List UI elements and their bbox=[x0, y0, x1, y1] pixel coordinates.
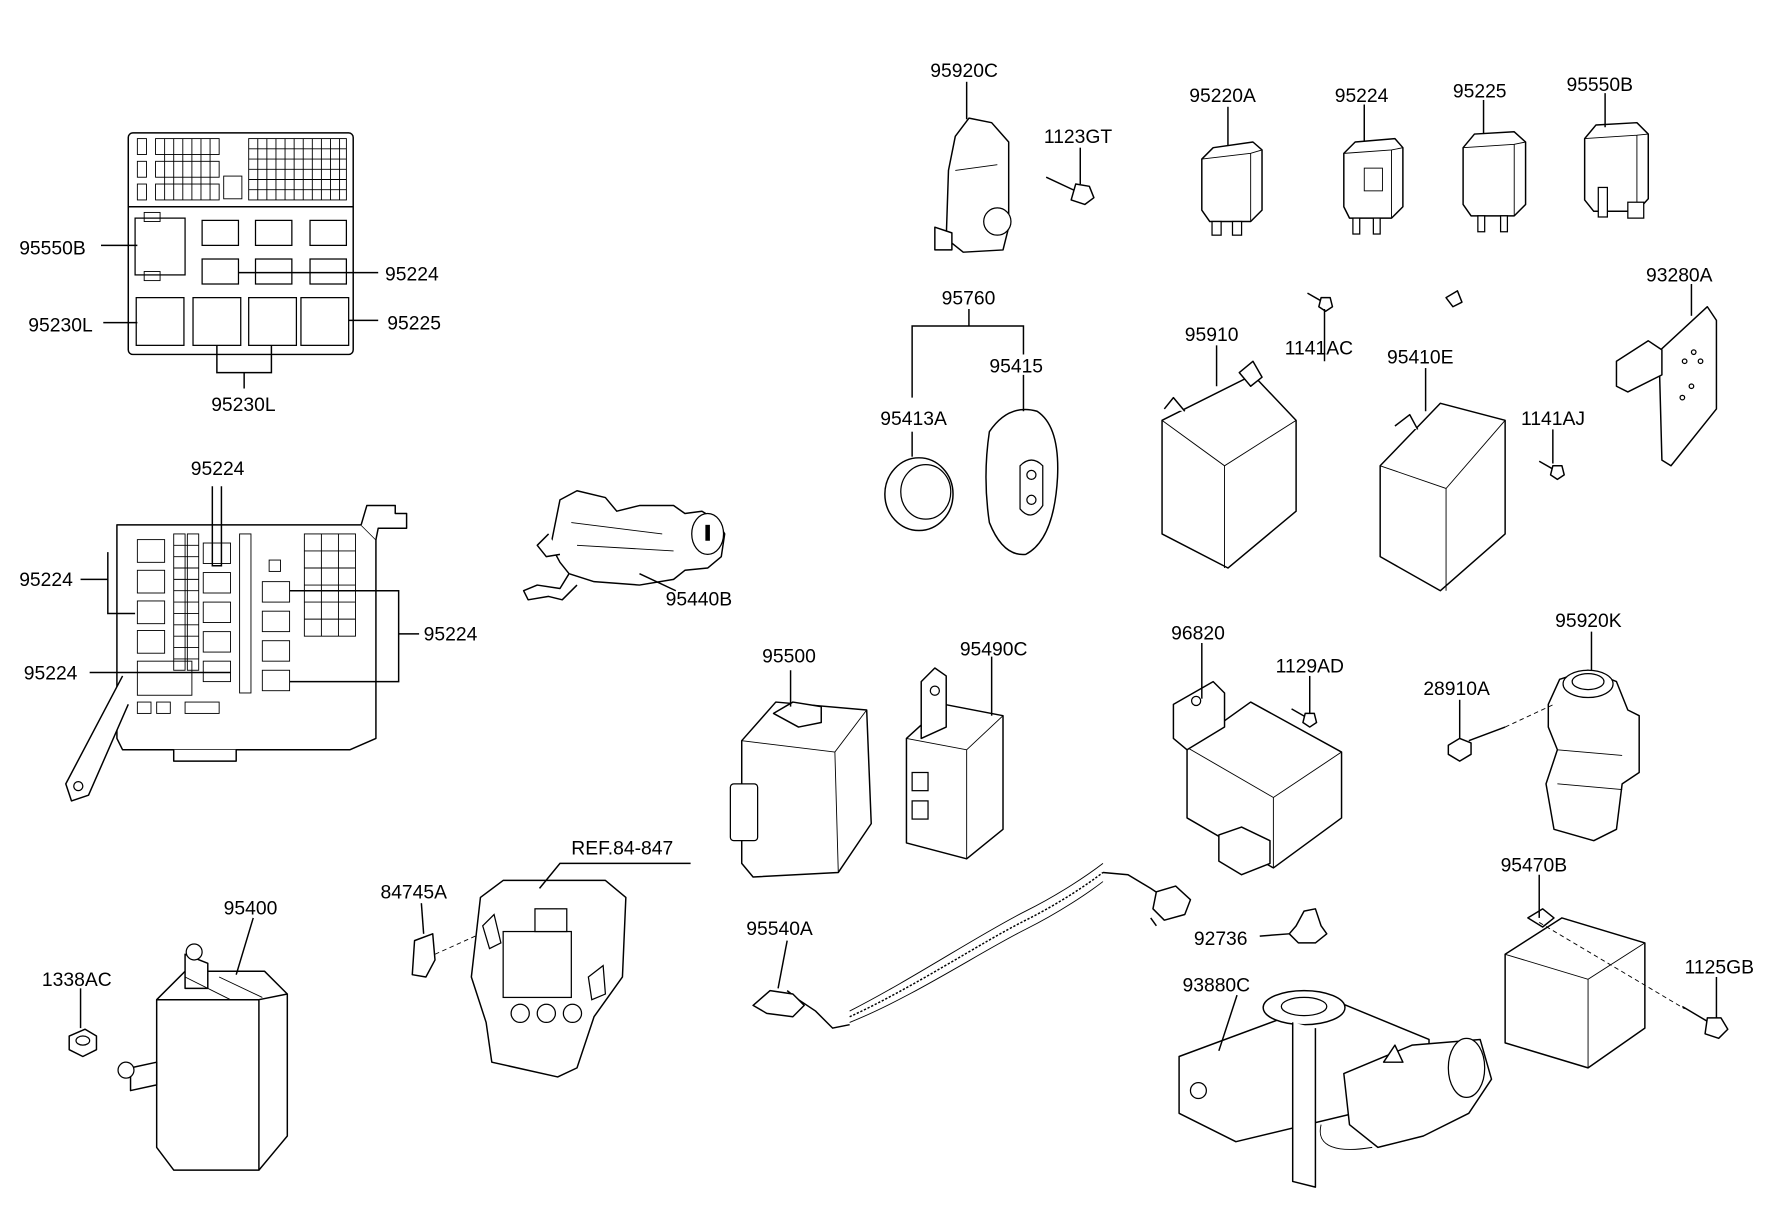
label-96820: 96820 bbox=[1171, 624, 1225, 645]
label-1123GT: 1123GT bbox=[1044, 127, 1113, 148]
ignition-lock-illustration bbox=[522, 490, 726, 601]
relay-95550B-illustration bbox=[1583, 93, 1650, 219]
label-1125GB: 1125GB bbox=[1685, 958, 1754, 979]
label-95413A: 95413A bbox=[880, 409, 947, 430]
module-95910-illustration bbox=[1161, 345, 1297, 569]
label-1141AC: 1141AC bbox=[1285, 338, 1353, 359]
sensor-95920K-illustration bbox=[1545, 631, 1640, 842]
label-95760: 95760 bbox=[942, 288, 996, 309]
label-95225-fusebox: 95225 bbox=[387, 313, 441, 334]
label-93280A: 93280A bbox=[1646, 266, 1713, 287]
module-95470B-illustration bbox=[1504, 874, 1685, 1069]
relay-95225-illustration bbox=[1462, 99, 1527, 233]
label-28910A: 28910A bbox=[1423, 679, 1490, 700]
module-95490C-illustration bbox=[905, 656, 1004, 860]
label-95540A: 95540A bbox=[746, 919, 813, 940]
immobilizer-module-illustration bbox=[117, 917, 289, 1171]
keyless-set-leader bbox=[911, 308, 1025, 398]
label-95224-junction-right: 95224 bbox=[424, 625, 478, 646]
nut-illustration bbox=[68, 988, 98, 1058]
label-95220A: 95220A bbox=[1189, 86, 1256, 107]
label-95224-junction-left-upper: 95224 bbox=[19, 570, 73, 591]
label-95224-fusebox: 95224 bbox=[385, 265, 439, 286]
label-95500: 95500 bbox=[762, 646, 816, 667]
module-95500-illustration bbox=[729, 670, 872, 878]
label-95224-junction-left-lower: 95224 bbox=[24, 663, 78, 684]
label-1141AJ: 1141AJ bbox=[1521, 409, 1585, 430]
label-95230L-fusebox-bottom: 95230L bbox=[211, 395, 276, 416]
label-95400: 95400 bbox=[224, 898, 278, 919]
coiled-cable-illustration bbox=[752, 863, 1192, 1029]
label-95920C: 95920C bbox=[930, 61, 998, 82]
label-95910: 95910 bbox=[1185, 325, 1239, 346]
bolt-1141AJ-illustration bbox=[1538, 429, 1565, 481]
bolt-1125GB-illustration bbox=[1681, 976, 1729, 1040]
label-95230L-fusebox-left: 95230L bbox=[28, 316, 93, 337]
junction-box-illustration bbox=[65, 486, 420, 802]
label-95440B: 95440B bbox=[666, 590, 733, 611]
label-1338AC: 1338AC bbox=[42, 970, 112, 991]
bolt-1141AC-illustration bbox=[1307, 292, 1334, 362]
transmitter-illustration bbox=[985, 374, 1059, 556]
relay-95224-illustration bbox=[1343, 104, 1404, 235]
label-95415: 95415 bbox=[989, 357, 1043, 378]
label-93880C: 93880C bbox=[1183, 976, 1251, 997]
label-84745A: 84745A bbox=[380, 883, 447, 904]
label-95224-relay: 95224 bbox=[1335, 86, 1389, 107]
label-95920K: 95920K bbox=[1555, 611, 1622, 632]
label-95410E: 95410E bbox=[1387, 348, 1454, 369]
bolt-1129AD-illustration bbox=[1291, 675, 1318, 728]
label-95550B-relay: 95550B bbox=[1566, 75, 1633, 96]
bolt-1123GT-illustration bbox=[1045, 147, 1095, 206]
label-REF: REF.84-847 bbox=[571, 838, 673, 859]
label-1129AD: 1129AD bbox=[1276, 657, 1344, 678]
bolt-28910A-illustration bbox=[1447, 699, 1555, 762]
fuse-box-illustration bbox=[101, 132, 379, 389]
label-95225-relay: 95225 bbox=[1453, 82, 1507, 103]
label-92736: 92736 bbox=[1194, 929, 1248, 950]
label-95224-junction-top: 95224 bbox=[191, 459, 245, 480]
module-96820-illustration bbox=[1172, 642, 1343, 876]
switch-93280A-illustration bbox=[1615, 284, 1718, 467]
battery-illustration bbox=[884, 431, 954, 532]
relay-95220A-illustration bbox=[1201, 106, 1263, 236]
label-95470B: 95470B bbox=[1501, 855, 1568, 876]
horn-93880C-illustration bbox=[1178, 989, 1493, 1188]
cover-cap-illustration bbox=[411, 903, 481, 978]
module-95410E-illustration bbox=[1379, 290, 1506, 592]
label-95550B-fusebox: 95550B bbox=[19, 238, 86, 259]
clip-92736-illustration bbox=[1259, 908, 1328, 944]
label-95490C: 95490C bbox=[960, 639, 1028, 660]
center-bezel-illustration bbox=[470, 862, 691, 1078]
sensor-bracket-illustration bbox=[934, 81, 1012, 253]
